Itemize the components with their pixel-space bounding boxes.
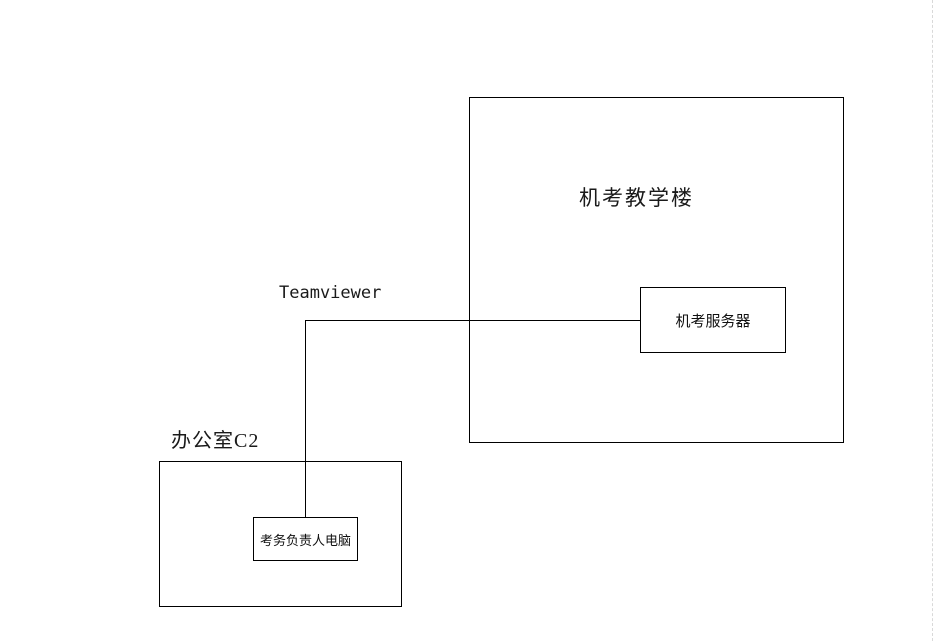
- office-box: [159, 461, 402, 607]
- computer-label: 考务负责人电脑: [259, 532, 351, 548]
- connection-label-teamviewer: Teamviewer: [279, 283, 382, 303]
- connector-vertical-segment: [305, 320, 306, 518]
- building-box: 机考教学楼: [469, 97, 844, 443]
- server-node: 机考服务器: [640, 287, 786, 353]
- computer-node: 考务负责人电脑: [253, 517, 358, 561]
- server-label: 机考服务器: [675, 312, 751, 330]
- building-label: 机考教学楼: [579, 186, 694, 210]
- connector-horizontal-segment: [305, 320, 640, 321]
- office-label: 办公室C2: [171, 430, 260, 452]
- page-edge-line: [932, 0, 933, 641]
